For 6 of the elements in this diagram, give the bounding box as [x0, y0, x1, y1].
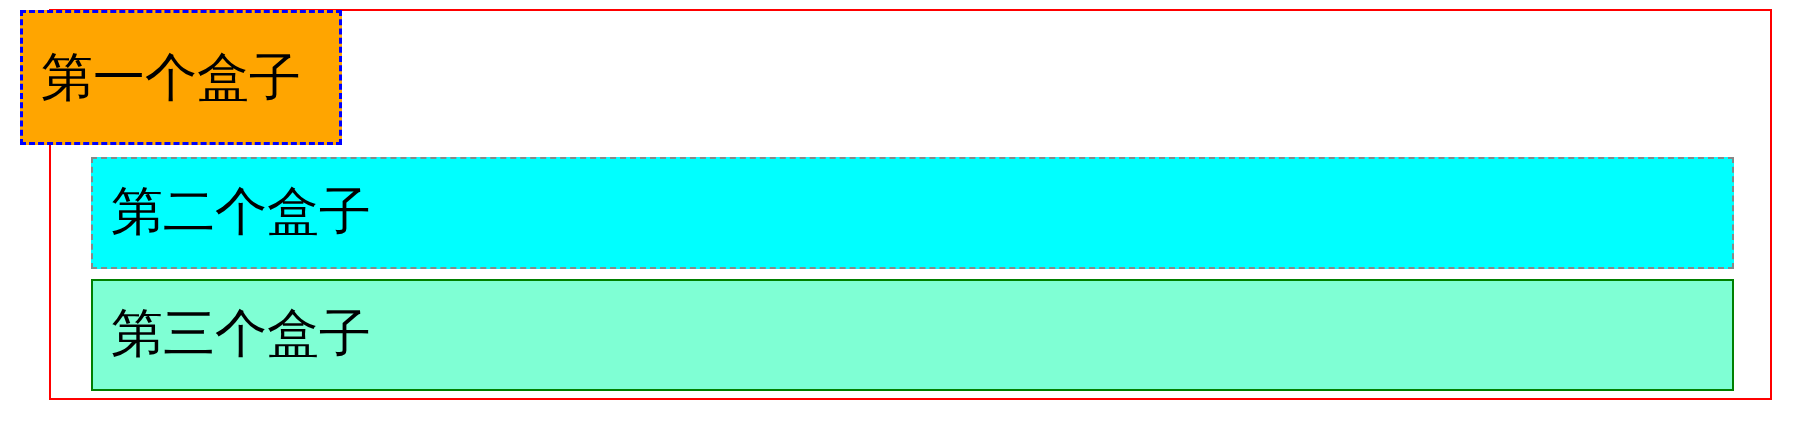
- box-label: 第一个盒子: [41, 50, 301, 103]
- floating-box: [20, 10, 342, 145]
- content-box: [91, 157, 1734, 269]
- box-label: 第三个盒子: [111, 307, 371, 359]
- content-box: [91, 279, 1734, 391]
- box-label: 第二个盒子: [111, 185, 371, 237]
